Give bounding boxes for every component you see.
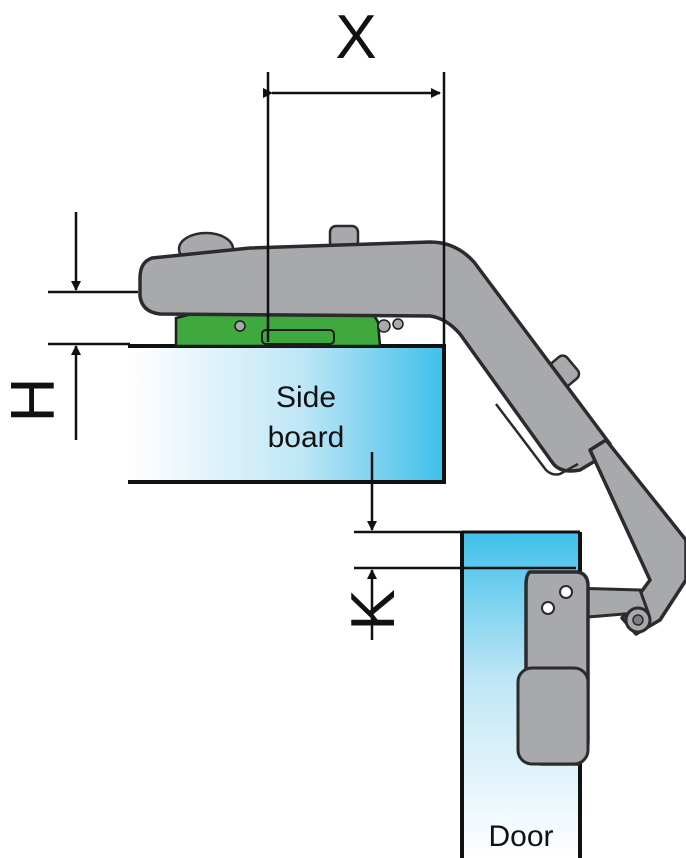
dimension-h-label: H — [0, 378, 68, 423]
hinge-arm-body — [138, 240, 612, 473]
dimension-k: K — [339, 452, 576, 640]
mounting-screw-left — [234, 320, 246, 332]
side-board-panel — [130, 346, 444, 482]
dimension-k-label: K — [339, 589, 408, 630]
hinge-cup-tab — [516, 666, 590, 766]
hinge-arm — [138, 224, 686, 766]
dimension-x-label: X — [335, 3, 376, 72]
dimension-x: X — [263, 3, 446, 344]
dimension-h: H — [0, 212, 138, 440]
side-board: Side board — [128, 344, 446, 484]
mounting-plate-slot — [261, 329, 335, 345]
hinge-cup-screw-2 — [559, 585, 573, 599]
hinge-pivot-pin-inner — [632, 614, 644, 626]
hinge-cup-screw-1 — [541, 601, 555, 615]
door-label: Door — [488, 820, 553, 853]
mounting-screw-right — [377, 319, 391, 333]
side-board-label-line1: Side — [276, 381, 336, 414]
side-board-label-line2: board — [268, 421, 345, 454]
hinge-arm-inner — [495, 403, 579, 476]
mounting-screw-right2 — [392, 318, 404, 330]
